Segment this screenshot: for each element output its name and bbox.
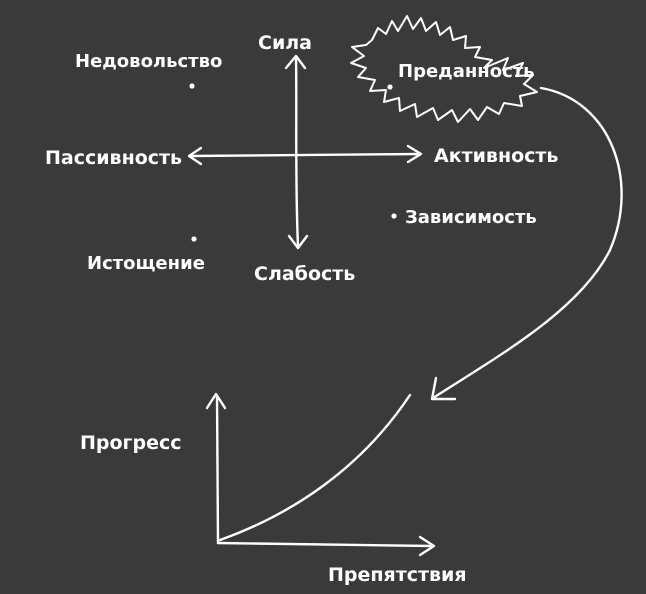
axis-label-left: Пассивность (45, 147, 182, 169)
x-axis-line (216, 541, 435, 548)
quadrant-axes (187, 54, 423, 250)
y-axis-arrow (205, 392, 227, 410)
vertical-axis-line (294, 56, 300, 248)
vertical-axis-arrow-top (284, 54, 307, 70)
point-label: Зависимость (405, 207, 537, 228)
point-label: Истощение (87, 253, 205, 274)
connector-arrow (430, 86, 623, 401)
y-axis-line (215, 395, 220, 545)
point-zavisimost: Зависимость (391, 207, 537, 228)
horizontal-axis-line (188, 152, 422, 158)
axis-label-bottom: Слабость (254, 263, 355, 285)
axis-label-right: Активность (434, 145, 558, 167)
progress-x-label: Препятствия (328, 564, 467, 586)
progress-curve (218, 393, 412, 542)
vertical-axis-arrow-bottom (287, 234, 309, 250)
horizontal-axis-arrow-left (187, 146, 203, 166)
point-istoschenie: Истощение (87, 236, 205, 274)
horizontal-axis-arrow-right (406, 144, 423, 164)
progress-y-label: Прогресс (80, 432, 182, 454)
connector-curve (431, 86, 623, 400)
point-dot (191, 236, 197, 242)
point-label: Недовольство (75, 51, 222, 72)
progress-chart (205, 392, 436, 557)
x-axis-arrow (418, 535, 436, 557)
connector-arrowhead (430, 376, 457, 401)
point-dot (189, 83, 195, 89)
point-nedovolstvo: Недовольство (75, 51, 222, 89)
point-dot (387, 84, 393, 90)
point-dot (391, 213, 397, 219)
point-predannost: Преданность (350, 15, 538, 123)
burst-outline (350, 15, 538, 123)
axis-label-top: Сила (258, 32, 312, 54)
point-label: Преданность (398, 61, 535, 82)
